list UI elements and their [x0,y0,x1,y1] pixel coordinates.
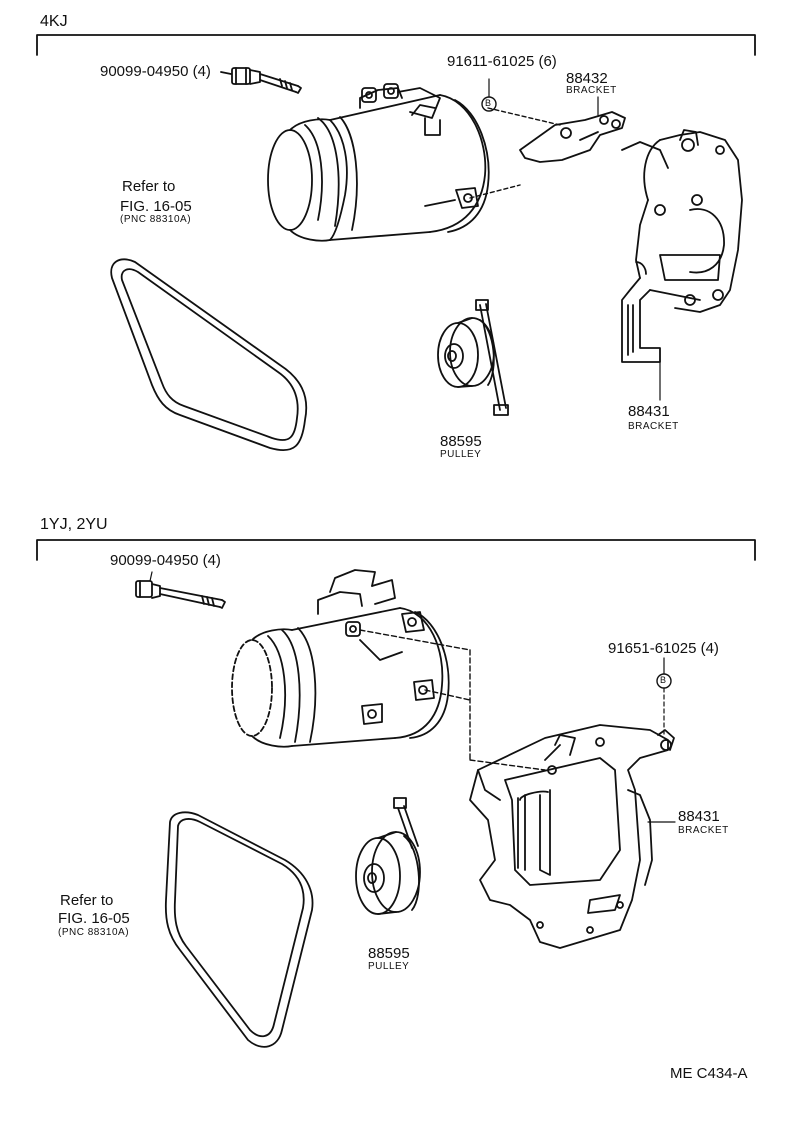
callout-bolt-91611: 91611-61025 (6) [447,53,557,70]
callout-88432-pn: 88432 [566,70,608,87]
callout-88595-bottom-name: PULLEY [368,961,410,972]
belt-ref-top-line3: (PNC 88310A) [120,214,192,225]
section-title-1yj-2yu: 1YJ, 2YU [40,516,108,533]
callout-88431-bottom-name: BRACKET [678,825,729,836]
callout-88431-top-pn: 88431 [628,403,670,420]
belt-ref-bottom-line1: Refer to [60,892,114,909]
compressor-bottom-hidden-lines [359,629,546,771]
section-title-4kj: 4KJ [40,13,68,30]
bracket-88432 [519,96,626,163]
callout-bolt-90099-top: 90099-04950 (4) [100,63,211,80]
belt-bottom [164,811,314,1048]
callout-88595-top-name: PULLEY [440,449,482,460]
b-marker-top-shape [481,78,497,112]
belt-ref-top-line2: FIG. 16-05 [120,198,192,215]
belt-ref-bottom-line2: FIG. 16-05 [58,910,130,927]
bracket-88431-bottom [469,724,676,949]
belt-top [110,258,308,451]
figure-code: ME C434-A [670,1065,748,1082]
b-marker-bottom-shape [656,657,672,736]
callout-88432-name: BRACKET [566,85,617,96]
compressor-bottom [231,569,450,748]
b-marker-top-label: B [485,98,492,108]
callout-88431-bottom-pn: 88431 [678,808,720,825]
bolt-bottom [135,571,226,609]
belt-ref-top-line1: Refer to [122,178,176,195]
b-marker-bottom-label: B [660,675,667,685]
compressor-top [267,83,490,242]
section-frame-top [36,34,756,56]
pulley-bottom [355,797,421,915]
bolt-top [220,67,302,94]
callout-88595-bottom-pn: 88595 [368,945,410,962]
section-frame-bottom [36,539,756,561]
callout-bolt-91651: 91651-61025 (4) [608,640,719,657]
bracket-88431-top [621,129,743,401]
callout-bolt-90099-bottom: 90099-04950 (4) [110,552,221,569]
belt-ref-bottom-line3: (PNC 88310A) [58,927,130,938]
pulley-top [437,299,509,416]
callout-88595-top-pn: 88595 [440,433,482,450]
compressor-top-hidden-lines [469,107,561,199]
callout-88431-top-name: BRACKET [628,421,679,432]
